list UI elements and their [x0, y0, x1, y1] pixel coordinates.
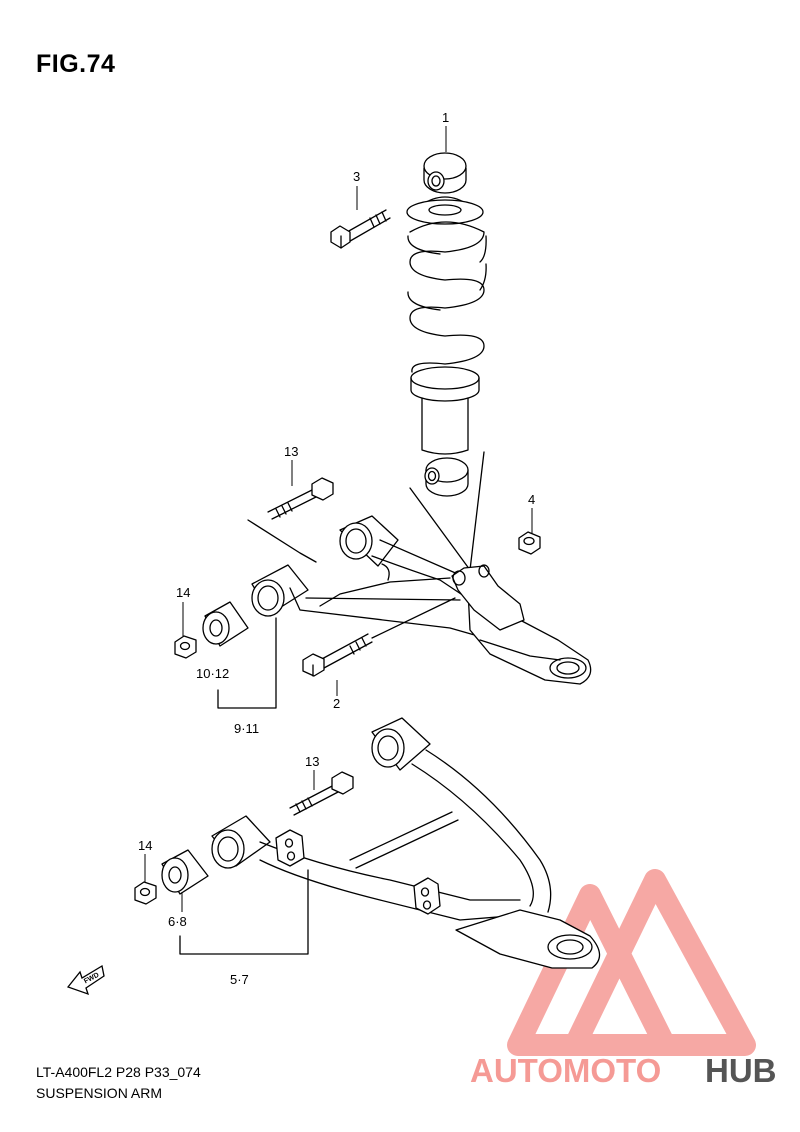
nut-4 [518, 531, 541, 555]
bolt-13-lower [289, 771, 354, 816]
nut-14-upper [174, 635, 197, 659]
figure-title: FIG.74 [36, 50, 116, 78]
upper-suspension-arm [251, 515, 592, 685]
callout-labels: 1 3 13 4 14 10·12 2 9·11 13 14 6·8 5·7 [138, 110, 535, 987]
shock-absorber [406, 152, 487, 497]
callout-14-upper: 14 [176, 585, 190, 600]
callout-13-lower: 13 [305, 754, 319, 769]
callout-14-lower: 14 [138, 838, 152, 853]
diagram-name: SUSPENSION ARM [36, 1085, 163, 1101]
callout-6-8: 6·8 [168, 914, 187, 929]
watermark-text-main: AUTOMOTO [470, 1052, 661, 1089]
leader-lines [144, 126, 533, 912]
callout-4: 4 [528, 492, 535, 507]
callout-1: 1 [442, 110, 449, 125]
callout-10-12: 10·12 [196, 666, 229, 681]
watermark-logo [507, 869, 756, 1056]
parts-drawing [134, 152, 601, 969]
bolt-3 [330, 209, 391, 249]
callout-2: 2 [333, 696, 340, 711]
bushing-6-8 [161, 849, 209, 895]
callout-3: 3 [353, 169, 360, 184]
callout-5-7: 5·7 [230, 972, 249, 987]
nut-14-lower [134, 881, 157, 905]
callout-13-upper: 13 [284, 444, 298, 459]
bolt-13-upper [267, 477, 334, 520]
bolt-2 [302, 633, 373, 677]
forward-arrow-icon: FWD [66, 964, 105, 996]
watermark-text-second: HUB [705, 1052, 777, 1089]
model-code: LT-A400FL2 P28 P33_074 [36, 1064, 201, 1080]
lower-suspension-arm [211, 717, 601, 969]
watermark-text: AUTOMOTO HUB [470, 1052, 777, 1089]
callout-9-11: 9·11 [234, 721, 259, 736]
bushing-10-12 [202, 601, 249, 647]
